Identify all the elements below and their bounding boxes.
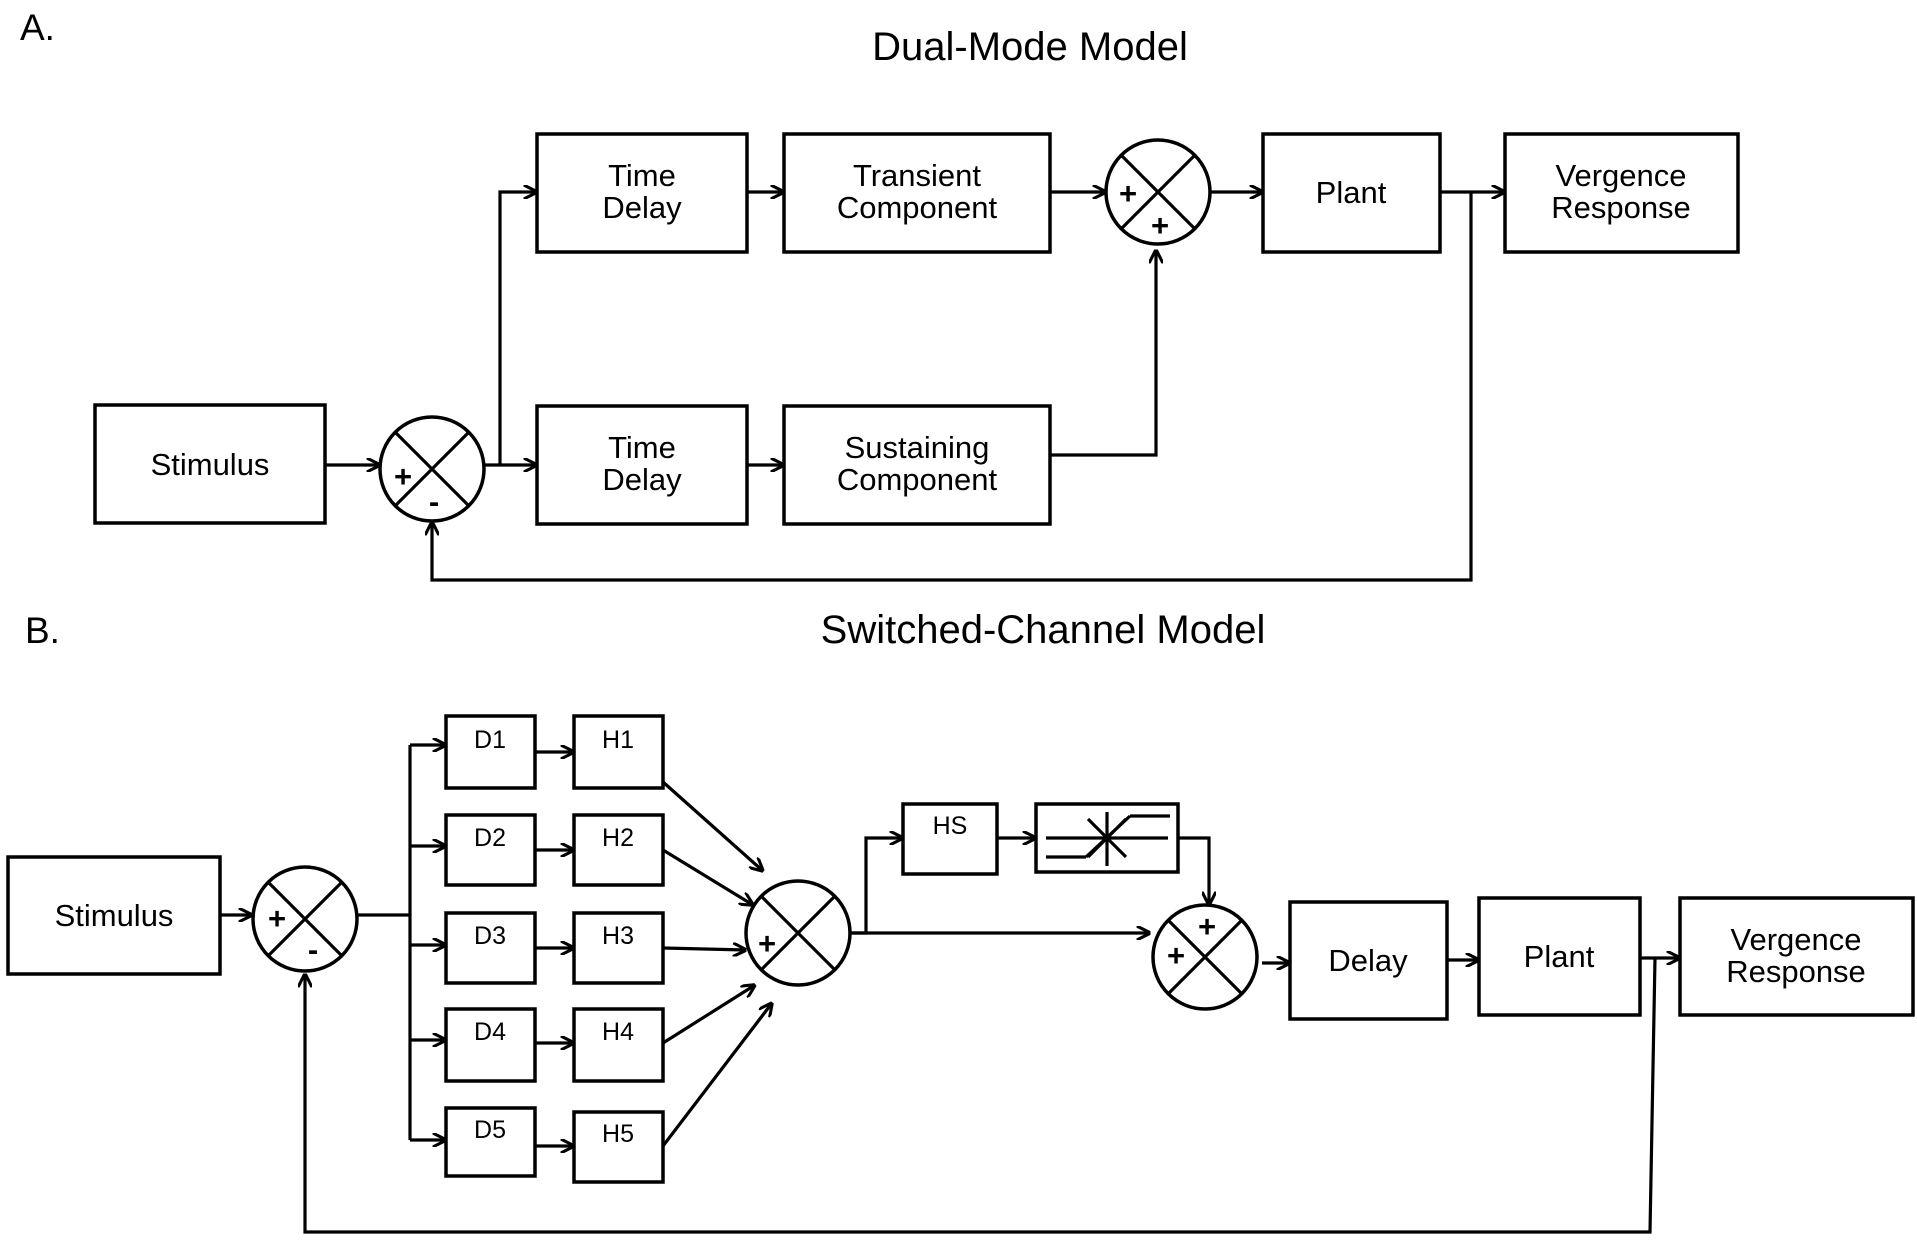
channel-h1-label: H1 [602, 726, 634, 754]
panel-a-wires [325, 192, 1505, 582]
sustaining-component-block: Sustaining Component [782, 404, 1052, 526]
summer-plus-bottom: + [1151, 208, 1169, 243]
time-delay-bottom-line1: Time [608, 430, 676, 465]
plant-block-b: Plant [1477, 896, 1642, 1017]
switch-nonlinearity-block [1034, 802, 1180, 874]
stimulus-label: Stimulus [55, 898, 174, 933]
panel-a: A. Dual-Mode Model Stimulus + - [20, 7, 1740, 582]
channel-h2-label: H2 [602, 824, 634, 852]
channel-h5-label: H5 [602, 1120, 634, 1148]
channel-summer: + [744, 879, 852, 987]
plant-label: Plant [1524, 939, 1595, 974]
panel-b-title: Switched-Channel Model [821, 608, 1266, 652]
channel-summer-plus: + [758, 926, 776, 961]
delay-d3-label: D3 [474, 922, 506, 950]
channel-h3-label: H3 [602, 922, 634, 950]
panel-a-title: Dual-Mode Model [872, 25, 1188, 69]
stimulus-block-b: Stimulus [6, 855, 222, 976]
response-line2: Response [1551, 190, 1691, 225]
comparator-a: + - [378, 415, 486, 523]
comparator-b: + - [251, 865, 359, 973]
delay-label: Delay [1328, 943, 1408, 978]
delay-d1-label: D1 [474, 726, 506, 754]
stimulus-label: Stimulus [151, 447, 270, 482]
summer-plus-left: + [1119, 176, 1137, 211]
response-line1: Vergence [1556, 158, 1687, 193]
transient-line1: Transient [853, 158, 981, 193]
plant-block-a: Plant [1261, 132, 1442, 254]
channel-h4-label: H4 [602, 1018, 634, 1046]
switch-icon [1046, 812, 1170, 866]
vergence-response-block-a: Vergence Response [1503, 132, 1740, 254]
delay-d5-label: D5 [474, 1116, 506, 1144]
sustaining-line2: Component [837, 462, 998, 497]
delay-d4-block: D4 [444, 1007, 537, 1083]
delay-d3-block: D3 [444, 911, 537, 985]
delay-d1-block: D1 [444, 714, 537, 790]
response-line1: Vergence [1731, 922, 1862, 957]
delay-block-b: Delay [1288, 900, 1449, 1021]
summer-a: + + [1104, 138, 1212, 246]
channel-h4-block: H4 [572, 1007, 665, 1083]
stimulus-block-a: Stimulus [93, 403, 327, 525]
channel-h3-block: H3 [572, 911, 665, 985]
time-delay-top-line2: Delay [602, 190, 682, 225]
final-summer: + + [1151, 903, 1259, 1011]
transient-component-block: Transient Component [782, 132, 1052, 254]
final-summer-plus-left: + [1167, 938, 1185, 973]
time-delay-bottom-block: Time Delay [535, 404, 749, 526]
sustaining-line1: Sustaining [845, 430, 990, 465]
vergence-response-block-b: Vergence Response [1678, 896, 1915, 1017]
delay-d2-block: D2 [444, 813, 537, 887]
final-summer-plus-top: + [1198, 909, 1216, 944]
comparator-plus-sign: + [394, 459, 412, 494]
panel-b-label: B. [25, 610, 60, 651]
panel-a-label: A. [20, 7, 55, 48]
delay-d2-label: D2 [474, 824, 506, 852]
channel-h2-block: H2 [572, 813, 665, 887]
channel-h1-block: H1 [572, 714, 665, 790]
comparator-minus-sign: - [429, 484, 439, 519]
delay-d4-label: D4 [474, 1018, 506, 1046]
delay-d5-block: D5 [444, 1106, 537, 1178]
panel-b: B. Switched-Channel Model [6, 608, 1915, 1234]
comparator-plus-sign: + [268, 901, 286, 936]
hs-label: HS [933, 812, 968, 840]
time-delay-bottom-line2: Delay [602, 462, 682, 497]
channel-h5-block: H5 [572, 1110, 665, 1184]
comparator-minus-sign: - [308, 932, 318, 967]
transient-line2: Component [837, 190, 998, 225]
plant-label: Plant [1316, 175, 1387, 210]
time-delay-top-line1: Time [608, 158, 676, 193]
panel-b-wires [220, 745, 1680, 1234]
hs-block: HS [901, 802, 999, 876]
time-delay-top-block: Time Delay [535, 132, 749, 254]
response-line2: Response [1726, 954, 1866, 989]
